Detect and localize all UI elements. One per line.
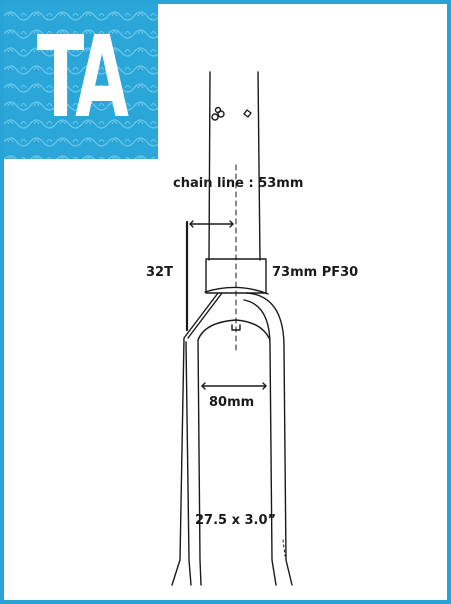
- clearance-label: 80mm: [209, 395, 255, 410]
- badge-title: TA: [36, 13, 129, 143]
- steerer-right-line: [257, 71, 261, 261]
- bb-label: 73mm PF30: [272, 265, 359, 280]
- left-leg-outer: [171, 292, 219, 586]
- tire-label: 27.5 x 3.0”: [195, 513, 277, 528]
- fork-crown: [204, 286, 269, 295]
- chainring-label: 32T: [146, 265, 173, 280]
- right-leg-outer: [246, 292, 293, 586]
- wave-pattern: [4, 4, 158, 159]
- ta-badge: TA: [4, 4, 158, 159]
- steerer-left-line: [208, 71, 211, 261]
- chain-line-label: chain line : 53mm: [173, 176, 304, 191]
- steerer-logo-icon: [211, 106, 252, 121]
